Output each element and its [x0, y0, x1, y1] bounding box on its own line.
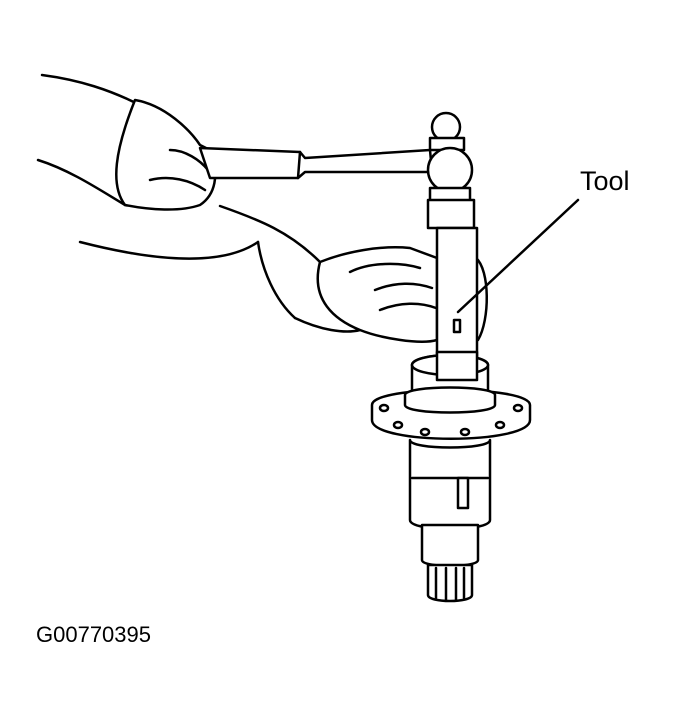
tool-callout-label: Tool	[580, 166, 630, 196]
lower-arm	[78, 204, 362, 333]
hammer	[198, 111, 474, 204]
flange-bolt-holes	[378, 403, 524, 437]
axle-hub	[370, 350, 532, 603]
figure-code: G00770395	[36, 622, 151, 647]
tool-leader-line	[456, 198, 580, 314]
upper-arm-hand	[36, 73, 217, 211]
lower-hand	[316, 246, 488, 343]
